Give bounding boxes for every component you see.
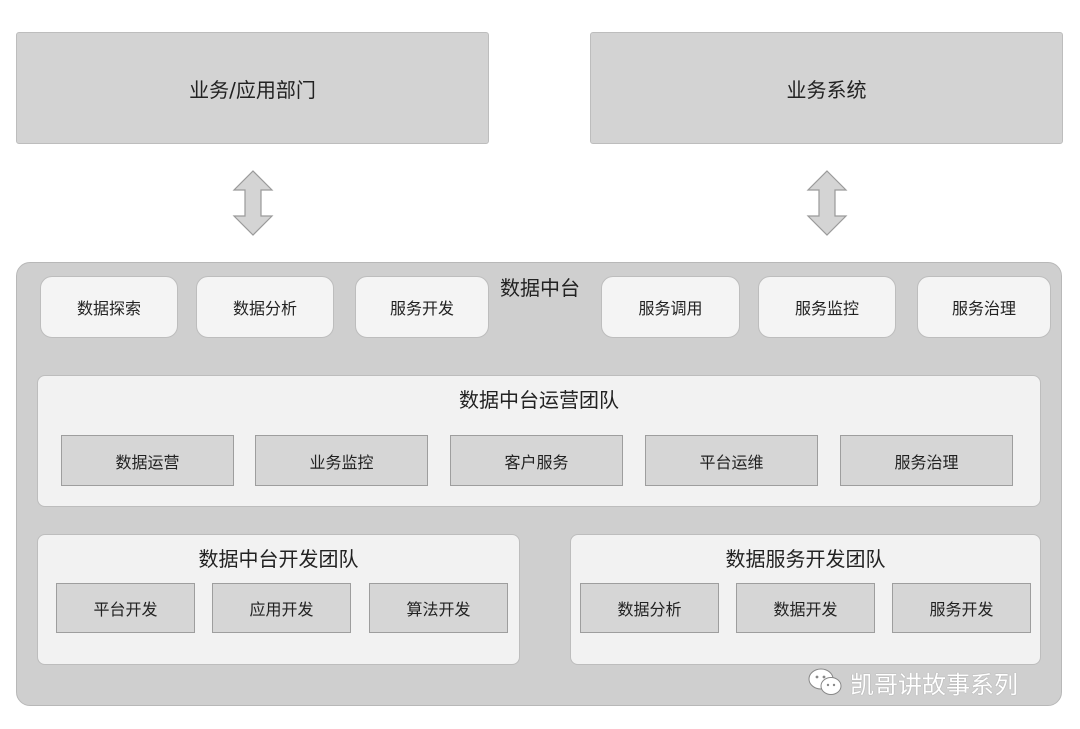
service-team-title: 数据服务开发团队 <box>725 547 886 571</box>
ops-item-platform-ops: 平台运维 <box>645 435 818 486</box>
pill-service-monitor: 服务监控 <box>758 276 896 338</box>
dev-item-app-dev: 应用开发 <box>212 583 351 633</box>
dev-team-title: 数据中台开发团队 <box>198 547 359 571</box>
cell-label: 业务监控 <box>309 452 374 472</box>
cell-label: 数据运营 <box>115 452 180 472</box>
cell-label: 平台运维 <box>699 452 764 472</box>
pill-service-call: 服务调用 <box>601 276 740 338</box>
cell-label: 服务开发 <box>929 600 994 619</box>
pill-data-explore: 数据探索 <box>40 276 178 338</box>
pill-service-dev: 服务开发 <box>355 276 489 338</box>
ops-item-customer-service: 客户服务 <box>450 435 623 486</box>
pill-label: 服务治理 <box>951 299 1016 318</box>
pill-data-analysis: 数据分析 <box>196 276 334 338</box>
watermark: 凯哥讲故事系列 <box>808 664 1058 700</box>
cell-label: 数据开发 <box>773 600 838 619</box>
watermark-text: 凯哥讲故事系列 <box>850 670 1018 699</box>
data-platform-title: 数据中台 <box>500 276 580 300</box>
ops-team-title: 数据中台运营团队 <box>459 388 619 412</box>
ops-item-business-monitor: 业务监控 <box>255 435 428 486</box>
cell-label: 客户服务 <box>504 452 569 472</box>
dev-item-platform-dev: 平台开发 <box>56 583 195 633</box>
business-system-label: 业务系统 <box>786 77 867 102</box>
service-item-data-dev: 数据开发 <box>736 583 875 633</box>
business-department-box: 业务/应用部门 <box>16 32 489 144</box>
service-item-service-dev: 服务开发 <box>892 583 1031 633</box>
wechat-icon <box>808 668 842 695</box>
pill-label: 服务监控 <box>794 299 859 318</box>
cell-label: 平台开发 <box>93 600 158 619</box>
service-item-data-analysis: 数据分析 <box>580 583 719 633</box>
cell-label: 服务治理 <box>894 452 959 472</box>
business-system-box: 业务系统 <box>590 32 1063 144</box>
ops-item-service-governance: 服务治理 <box>840 435 1013 486</box>
business-department-label: 业务/应用部门 <box>189 77 316 102</box>
cell-label: 数据分析 <box>617 600 682 619</box>
pill-service-governance: 服务治理 <box>917 276 1051 338</box>
cell-label: 应用开发 <box>249 600 314 619</box>
ops-item-data-operation: 数据运营 <box>61 435 234 486</box>
pill-label: 数据分析 <box>232 299 297 318</box>
left-double-arrow-icon <box>232 170 274 236</box>
pill-label: 服务开发 <box>389 299 454 318</box>
right-double-arrow-icon <box>806 170 848 236</box>
pill-label: 服务调用 <box>638 299 703 318</box>
dev-item-algorithm-dev: 算法开发 <box>369 583 508 633</box>
cell-label: 算法开发 <box>406 600 471 619</box>
pill-label: 数据探索 <box>76 299 141 318</box>
